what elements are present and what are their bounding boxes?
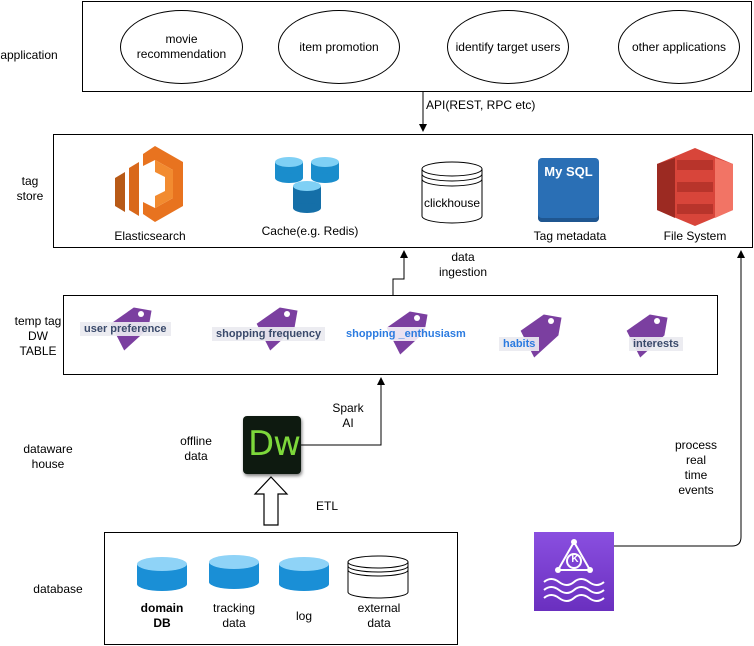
spark-ai-label: Spark AI: [332, 401, 364, 430]
elasticsearch-label: Elasticsearch: [114, 229, 186, 243]
tag-shopping-enthusiasm: shopping _enthusiasm: [342, 327, 470, 341]
mysql-icon-text: My SQL: [544, 164, 593, 179]
etl-arrow: [253, 476, 289, 526]
side-label-tag-store: tag store: [16, 174, 44, 203]
process-realtime-label: process real time events: [674, 438, 718, 497]
cache-label: Cache(e.g. Redis): [261, 224, 359, 238]
side-label-application: application: [0, 48, 58, 62]
api-label: API(REST, RPC etc): [426, 98, 536, 112]
dw-icon-text: Dw: [248, 424, 301, 464]
tag-metadata-label: Tag metadata: [533, 229, 607, 243]
domain-db-label: domain DB: [140, 601, 184, 630]
side-label-database: database: [33, 582, 83, 596]
app-identify-target-users[interactable]: identify target users: [447, 10, 569, 84]
app-other-applications[interactable]: other applications: [618, 10, 740, 84]
external-data-label: external data: [357, 601, 401, 630]
side-label-temp-tag: temp tag DW TABLE: [14, 314, 62, 358]
kinesis-icon-letter: K: [571, 554, 579, 565]
log-db-icon: [279, 557, 329, 591]
dw-icon: Dw: [243, 416, 301, 474]
side-label-dataware: dataware house: [23, 442, 73, 471]
offline-data-label: offline data: [180, 434, 212, 463]
data-ingestion-label: data ingestion: [438, 250, 488, 279]
tracking-data-icon: [209, 555, 259, 589]
file-system-label: File System: [663, 229, 727, 243]
domain-db-icon: [137, 557, 187, 591]
tag-shopping-frequency: shopping frequency: [212, 327, 326, 341]
tag-interests: interests: [629, 337, 683, 351]
file-system-icon: [657, 148, 733, 226]
log-label: log: [295, 609, 312, 623]
kinesis-icon: K: [534, 532, 614, 611]
etl-label: ETL: [315, 499, 338, 513]
clickhouse-label: clickhouse: [423, 196, 481, 210]
external-data-icon: [347, 555, 409, 599]
clickhouse-database-icon: [421, 161, 483, 224]
app-movie-recommendation[interactable]: movie recommendation: [120, 10, 243, 84]
elasticsearch-icon: [115, 146, 183, 222]
tracking-data-label: tracking data: [212, 601, 256, 630]
mysql-icon: My SQL: [538, 158, 599, 222]
tag-user-preference: user preference: [80, 322, 171, 336]
app-item-promotion[interactable]: item promotion: [278, 10, 400, 84]
tag-habits: habits: [499, 337, 540, 351]
cache-database-icon: [275, 157, 339, 213]
